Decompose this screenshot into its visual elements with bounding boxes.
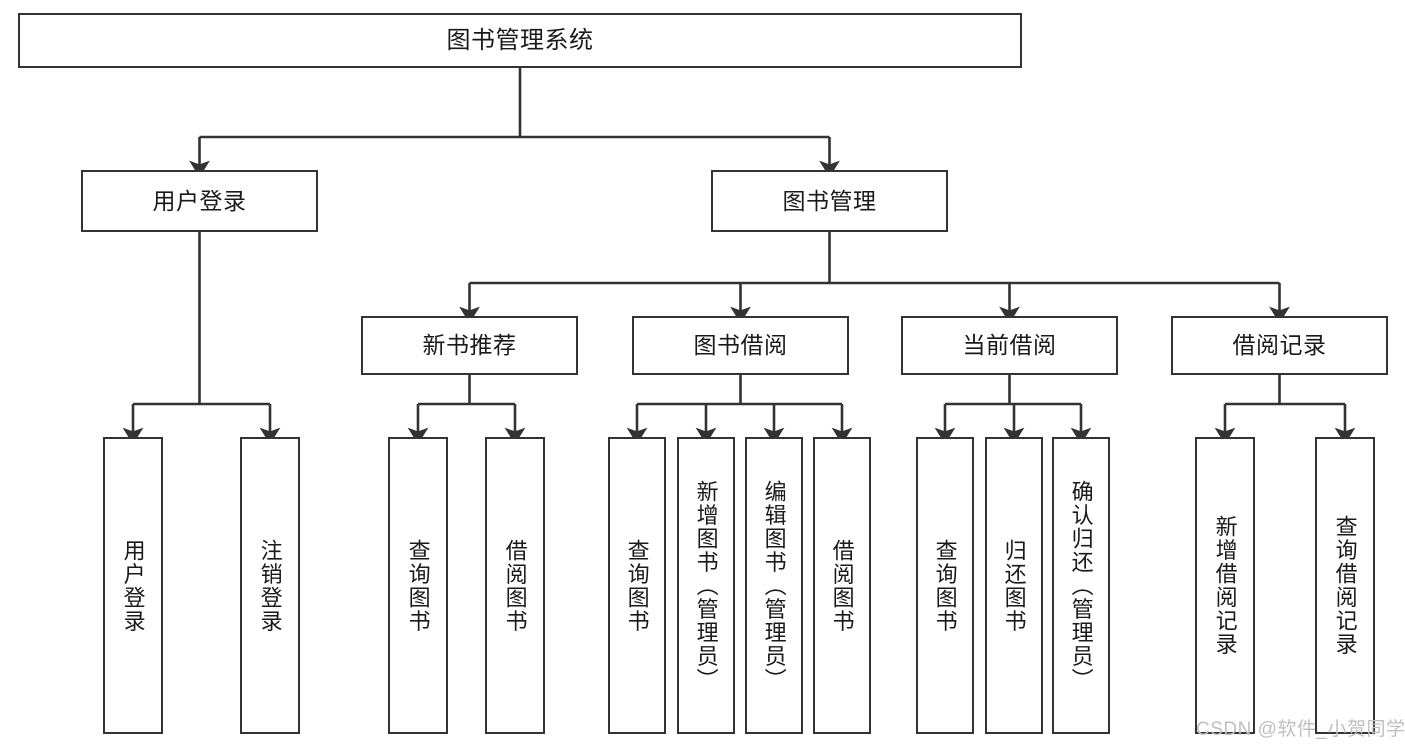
node-label: 借阅图书 xyxy=(502,538,528,633)
node-label: 查询图书 xyxy=(932,538,958,633)
node-label: 新书推荐 xyxy=(422,332,517,359)
node-book-manage[interactable]: 图书管理 xyxy=(711,170,948,232)
node-label: 确认归还（管理员） xyxy=(1068,479,1094,692)
node-leaf-edit-book[interactable]: 编辑图书（管理员） xyxy=(745,437,803,734)
node-label: 注销登录 xyxy=(257,538,283,633)
node-leaf-query-book-2[interactable]: 查询图书 xyxy=(608,437,666,734)
node-label: 查询借阅记录 xyxy=(1332,515,1358,656)
node-label: 编辑图书（管理员） xyxy=(761,479,787,692)
node-current-borrow[interactable]: 当前借阅 xyxy=(901,316,1118,375)
node-label: 归还图书 xyxy=(1001,538,1027,633)
node-new-book-rec[interactable]: 新书推荐 xyxy=(361,316,578,375)
node-label: 图书管理 xyxy=(782,187,877,214)
node-label: 当前借阅 xyxy=(962,332,1057,359)
node-root[interactable]: 图书管理系统 xyxy=(18,13,1022,68)
node-leaf-query-record[interactable]: 查询借阅记录 xyxy=(1315,437,1375,734)
node-leaf-borrow-book-1[interactable]: 借阅图书 xyxy=(485,437,545,734)
node-leaf-borrow-book-2[interactable]: 借阅图书 xyxy=(813,437,871,734)
csdn-watermark: CSDN @软件_小贺同学 xyxy=(1196,719,1405,740)
node-borrow-record[interactable]: 借阅记录 xyxy=(1171,316,1388,375)
node-label: 查询图书 xyxy=(405,538,431,633)
node-label: 用户登录 xyxy=(152,187,247,214)
node-leaf-confirm-return[interactable]: 确认归还（管理员） xyxy=(1052,437,1110,734)
node-leaf-query-book-1[interactable]: 查询图书 xyxy=(388,437,448,734)
node-book-borrow[interactable]: 图书借阅 xyxy=(632,316,849,375)
node-label: 新增图书（管理员） xyxy=(693,479,719,692)
node-label: 借阅记录 xyxy=(1232,332,1327,359)
node-label: 图书借阅 xyxy=(693,332,788,359)
node-user-login[interactable]: 用户登录 xyxy=(81,170,318,232)
node-label: 图书管理系统 xyxy=(446,26,594,54)
node-leaf-add-book[interactable]: 新增图书（管理员） xyxy=(677,437,735,734)
node-leaf-user-login[interactable]: 用户登录 xyxy=(103,437,163,734)
node-leaf-return-book[interactable]: 归还图书 xyxy=(985,437,1043,734)
node-label: 新增借阅记录 xyxy=(1212,515,1238,656)
node-label: 用户登录 xyxy=(120,538,146,633)
node-label: 借阅图书 xyxy=(829,538,855,633)
node-leaf-add-record[interactable]: 新增借阅记录 xyxy=(1195,437,1255,734)
node-leaf-logout[interactable]: 注销登录 xyxy=(240,437,300,734)
node-label: 查询图书 xyxy=(624,538,650,633)
node-leaf-query-book-3[interactable]: 查询图书 xyxy=(916,437,974,734)
